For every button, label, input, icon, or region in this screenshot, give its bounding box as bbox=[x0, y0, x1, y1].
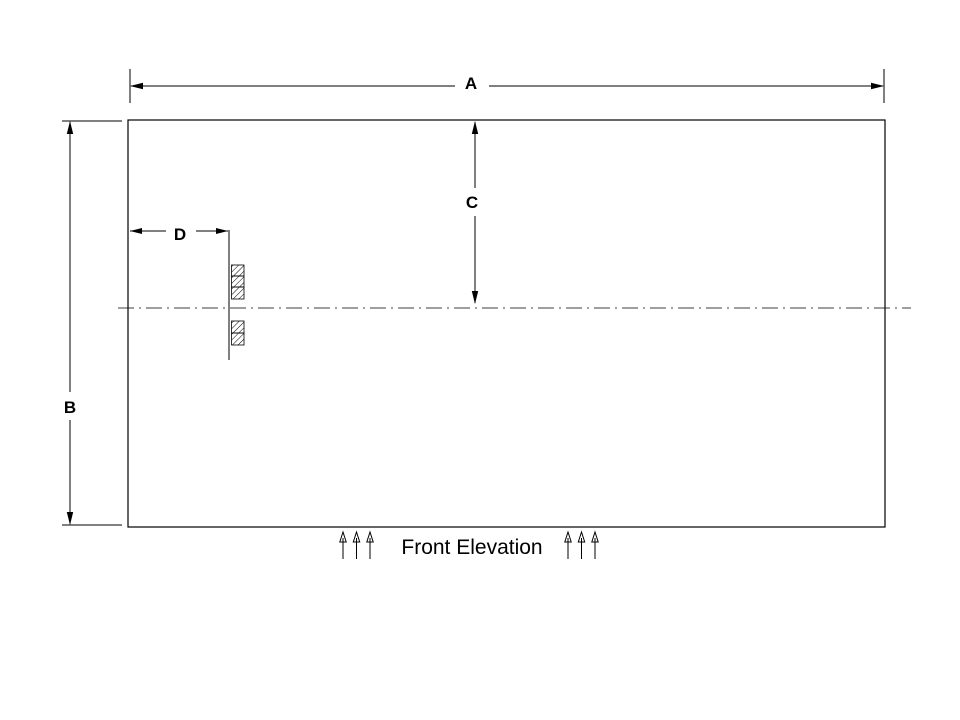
panel-outline bbox=[127, 119, 886, 528]
dimension-c bbox=[471, 121, 479, 304]
up-arrow-icon bbox=[564, 530, 572, 559]
hatched-cell bbox=[231, 286, 245, 300]
hatched-cell bbox=[231, 332, 245, 346]
hatched-cell bbox=[231, 264, 245, 277]
dim-label-a: A bbox=[465, 74, 477, 93]
dim-label-b: B bbox=[64, 398, 76, 417]
dim-label-c: C bbox=[466, 193, 478, 212]
up-arrow-icon bbox=[339, 530, 347, 559]
up-arrowhead-icon bbox=[471, 121, 479, 134]
right-arrowhead-icon bbox=[216, 228, 228, 234]
caption-right-arrows bbox=[564, 530, 599, 559]
caption-left-arrows bbox=[339, 530, 374, 559]
dimension-b bbox=[62, 120, 122, 526]
left-arrowhead-icon bbox=[130, 228, 142, 234]
dimension-a bbox=[129, 69, 885, 103]
down-arrowhead-icon bbox=[471, 291, 479, 304]
up-arrowhead-icon bbox=[66, 121, 74, 134]
down-arrowhead-icon bbox=[66, 512, 74, 525]
view-title: Front Elevation bbox=[401, 536, 542, 559]
dimension-d bbox=[130, 228, 228, 234]
hatched-cell bbox=[231, 275, 245, 288]
up-arrow-icon bbox=[591, 530, 599, 559]
up-arrow-icon bbox=[366, 530, 374, 559]
hatched-cell bbox=[231, 320, 245, 334]
dim-label-d: D bbox=[174, 225, 186, 244]
up-arrow-icon bbox=[577, 530, 586, 559]
left-arrowhead-icon bbox=[130, 82, 143, 90]
up-arrow-icon bbox=[352, 530, 361, 559]
right-arrowhead-icon bbox=[871, 82, 884, 90]
stud-section-detail bbox=[228, 230, 245, 360]
